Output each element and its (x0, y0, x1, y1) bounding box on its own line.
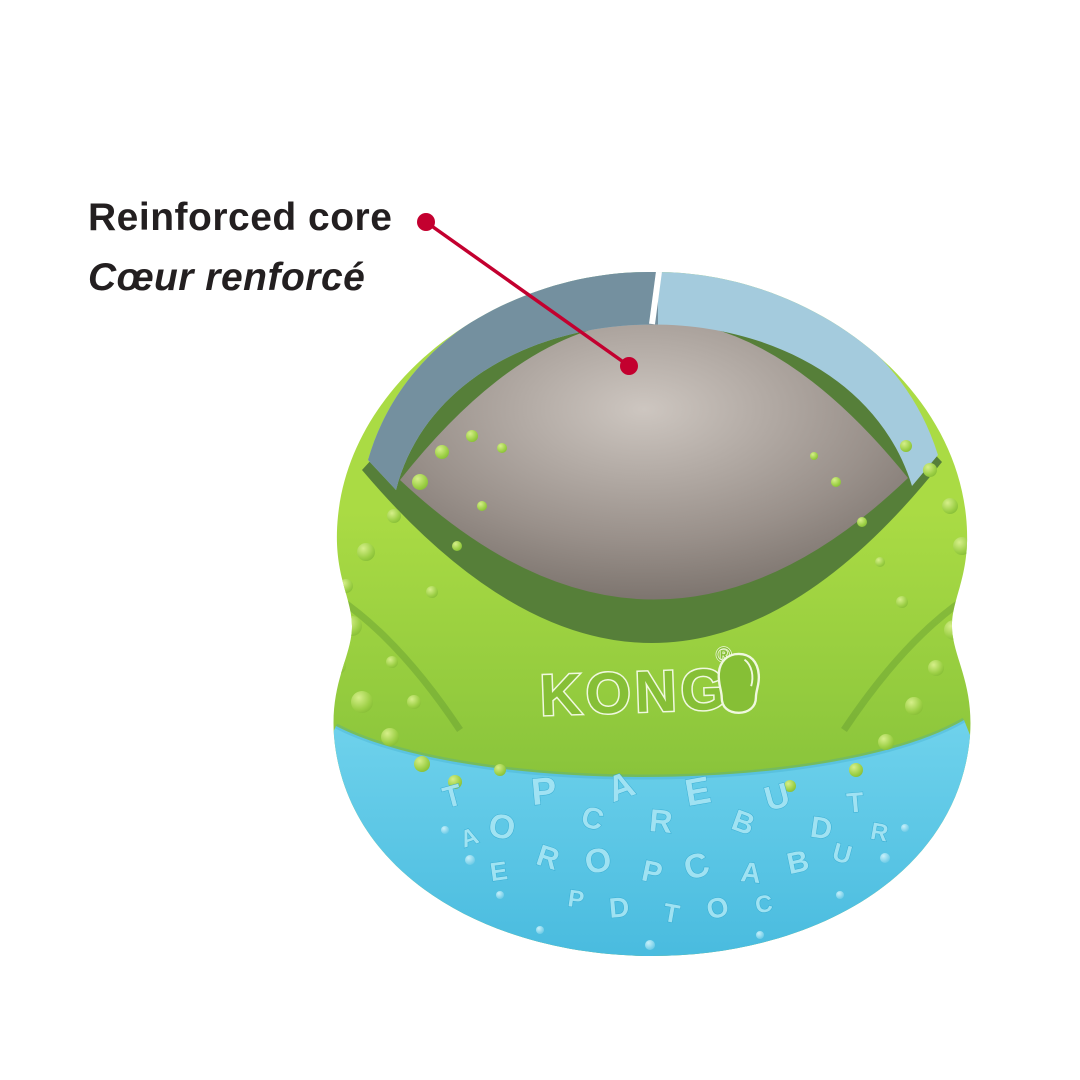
annotation-callout (417, 213, 638, 375)
annotation-dot-start (417, 213, 435, 231)
svg-text:O: O (582, 840, 615, 882)
annotation-label-en: Reinforced core (88, 196, 393, 239)
annotation-label-fr: Cœur renforcé (88, 256, 366, 300)
svg-text:T: T (661, 897, 682, 929)
annotation-line (424, 220, 631, 368)
shell-band-split (649, 271, 663, 325)
ball-aqua-bottom (333, 720, 971, 956)
svg-text:C: C (753, 890, 774, 919)
svg-text:R: R (868, 818, 890, 848)
aqua-boundary-shadow (334, 717, 966, 780)
svg-text:A: A (739, 856, 762, 889)
svg-text:P: P (566, 885, 586, 914)
svg-text:T: T (845, 786, 865, 818)
waist-crease-right (841, 595, 968, 732)
svg-text:E: E (488, 855, 509, 887)
waist-crease-left (336, 595, 463, 732)
kong-logo: KONG ® (537, 643, 761, 730)
reinforced-core (400, 319, 908, 600)
svg-text:R: R (648, 802, 674, 840)
annotation-label: Reinforced core Cœur renforcé (88, 188, 392, 309)
svg-text:D: D (608, 891, 631, 924)
aqua-bumps (441, 824, 909, 950)
svg-text:D: D (808, 811, 834, 847)
svg-text:O: O (486, 806, 519, 848)
kong-dog-head-icon (717, 652, 761, 714)
annotation-dot-end (620, 357, 638, 375)
svg-text:P: P (529, 770, 558, 814)
kong-wordmark: KONG (539, 657, 731, 729)
shell-band-dark (368, 271, 658, 490)
